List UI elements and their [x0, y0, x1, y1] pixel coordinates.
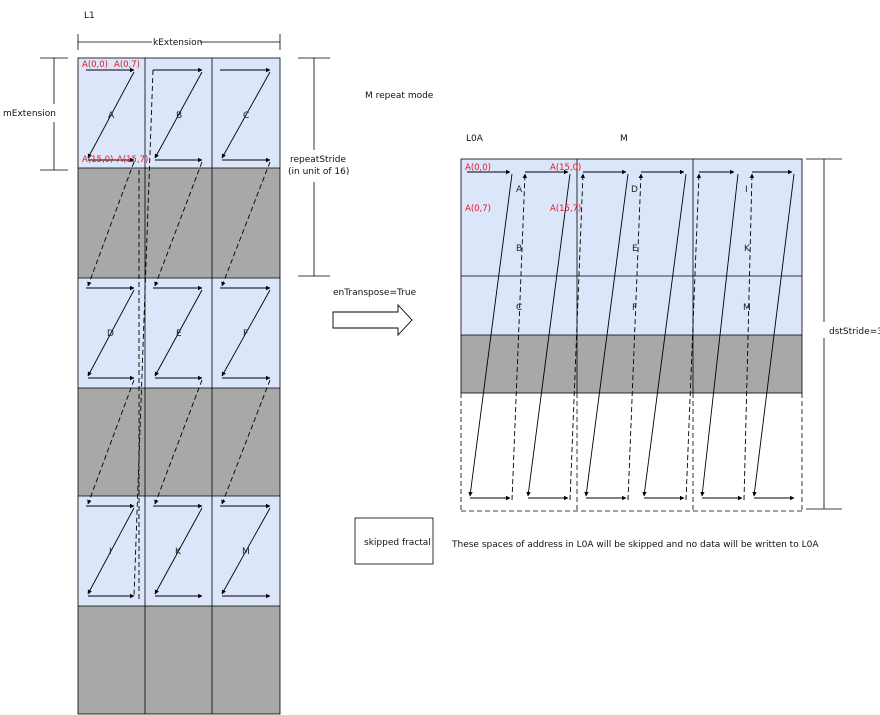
l1-z-arrows — [86, 67, 271, 599]
k-extension-dimension — [77, 34, 281, 50]
m-extension-dimension — [40, 57, 68, 171]
l0a-annot-a150: A(15,0) — [550, 163, 581, 173]
l1-gap-band-3 — [78, 606, 280, 714]
l0a-grid — [460, 158, 803, 394]
l1-cell-k: K — [175, 547, 182, 557]
l0a-buffer: A B C D E F I K M A(0,0) A(15,0) A(0,7) … — [460, 158, 803, 512]
l0a-z-arrows — [467, 169, 795, 501]
l0a-skipped-region — [460, 393, 803, 512]
l1-cell-labels: A B C D E F I K M — [107, 111, 250, 557]
en-transpose-label: enTranspose=True — [333, 288, 417, 298]
l0a-title: L0A — [466, 134, 484, 144]
l0a-data-band-2 — [461, 276, 802, 335]
l1-title: L1 — [84, 11, 95, 21]
l1-dashed-jumps — [87, 69, 271, 600]
repeat-stride-label: repeatStride — [290, 155, 346, 165]
l1-cell-m: M — [242, 547, 250, 557]
l1-grid — [77, 57, 281, 715]
m-repeat-mode-label: M repeat mode — [365, 91, 434, 101]
l0a-annot-a07: A(0,7) — [465, 204, 491, 214]
k-extension-label: kExtension — [153, 38, 202, 48]
m-extension-label: mExtension — [3, 109, 56, 119]
l1-annot-a157: A(15,7) — [117, 155, 148, 165]
l0a-cell-a: A — [516, 185, 523, 195]
l1-cell-d: D — [107, 329, 114, 339]
l0a-cell-f: F — [632, 303, 637, 313]
l1-cell-f: F — [243, 329, 248, 339]
l1-annot-a00: A(0,0) — [82, 60, 108, 70]
l1-annot-a07: A(0,7) — [114, 60, 140, 70]
l1-cell-b: B — [176, 111, 182, 121]
l0a-cell-d: D — [631, 185, 638, 195]
l1-gap-band-2 — [78, 388, 280, 496]
transpose-arrow — [332, 303, 413, 337]
l1-annot-a150: A(15,0) — [82, 155, 113, 165]
l1-cell-i: I — [109, 547, 112, 557]
l0a-cell-labels: A B C D E F I K M — [516, 185, 751, 313]
skipped-note: These spaces of address in L0A will be s… — [451, 540, 819, 550]
l0a-cell-e: E — [632, 244, 638, 254]
l0a-gap-band — [461, 335, 802, 393]
skipped-fractal-label: skipped fractal — [364, 538, 431, 548]
m-header-label: M — [620, 134, 628, 144]
l1-cell-c: C — [243, 111, 249, 121]
l0a-cell-i: I — [745, 185, 748, 195]
dst-stride-label: dstStride=3 — [829, 327, 880, 337]
repeat-stride-dimension — [298, 57, 330, 277]
l0a-dashed-jumps — [511, 173, 755, 501]
l1-cell-a: A — [108, 111, 115, 121]
l0a-cell-c: C — [516, 303, 522, 313]
l0a-annot-a157: A(15,7) — [550, 204, 581, 214]
skipped-fractal-legend-box — [354, 517, 434, 565]
dst-stride-dimension — [806, 158, 842, 510]
l0a-cell-m: M — [743, 303, 751, 313]
l1-cell-e: E — [176, 329, 182, 339]
repeat-stride-unit-label: (in unit of 16) — [288, 167, 349, 177]
l1-buffer: A B C D E F I K M A(0,0) A(0,7) A(15,0) … — [77, 57, 281, 715]
l0a-cell-k: K — [744, 244, 751, 254]
l0a-cell-b: B — [516, 244, 522, 254]
l0a-data-band-1 — [461, 159, 802, 276]
l0a-annot-a00: A(0,0) — [465, 163, 491, 173]
